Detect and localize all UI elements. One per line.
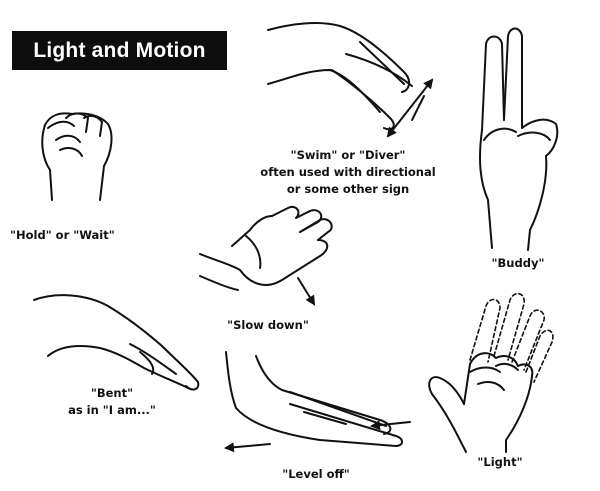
title-background — [12, 31, 227, 70]
caption-hold-text: "Hold" or "Wait" — [10, 228, 115, 242]
caption-slow-down: "Slow down" — [208, 317, 328, 334]
caption-swim-line-1: "Swim" or "Diver" — [290, 148, 406, 162]
caption-light-text: "Light" — [477, 455, 523, 469]
caption-hold: "Hold" or "Wait" — [10, 227, 115, 244]
caption-level-off-text: "Level off" — [282, 467, 350, 481]
caption-swim-line-3: or some other sign — [286, 182, 410, 196]
caption-light: "Light" — [460, 454, 540, 471]
caption-slow-down-text: "Slow down" — [227, 318, 309, 332]
caption-buddy-text: "Buddy" — [491, 256, 545, 270]
caption-bent-line-1: "Bent" — [90, 386, 134, 400]
bent-hand-icon — [33, 294, 200, 391]
two-fingers-together-icon — [479, 27, 559, 251]
flat-palm-icon — [199, 206, 333, 306]
caption-buddy: "Buddy" — [478, 255, 558, 272]
pointing-fingers-icon — [267, 22, 434, 138]
caption-bent: "Bent" as in "I am..." — [42, 385, 182, 419]
caption-level-off: "Level off" — [264, 466, 368, 483]
caption-bent-line-2: as in "I am..." — [68, 403, 156, 417]
caption-swim-line-2: often used with directional — [260, 165, 436, 179]
level-hand-icon — [224, 351, 411, 453]
closed-fist-icon — [41, 112, 113, 201]
caption-swim: "Swim" or "Diver" often used with direct… — [236, 147, 460, 198]
title-banner: Light and Motion — [12, 31, 227, 70]
page-title: Light and Motion — [33, 38, 206, 62]
light-flash-hand-icon — [428, 292, 554, 453]
